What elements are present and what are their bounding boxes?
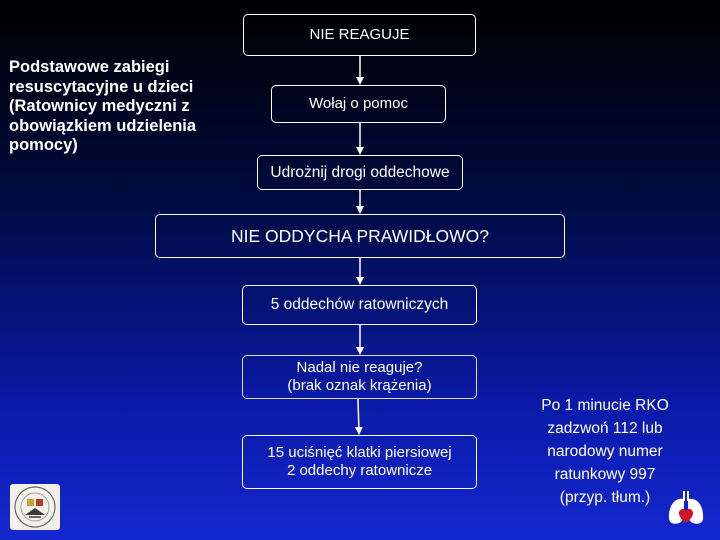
flow-box-rescue-breaths: 5 oddechów ratowniczych [242, 285, 477, 325]
flow-box-still-unresponsive: Nadal nie reaguje? (brak oznak krążenia) [242, 355, 477, 399]
flow-box-text: 2 oddechy ratownicze [287, 462, 432, 480]
side-note-line: ratunkowy 997 [514, 463, 696, 486]
flow-box-text: NIE REAGUJE [309, 26, 409, 44]
flow-box-text: Udrożnij drogi oddechowe [270, 164, 449, 182]
flow-box-text: Nadal nie reaguje? [297, 359, 423, 377]
lungs-heart-icon [664, 485, 708, 529]
flow-box-text: NIE ODDYCHA PRAWIDŁOWO? [231, 227, 489, 245]
organization-emblem-icon [10, 484, 60, 530]
flow-box-text: 5 oddechów ratowniczych [271, 296, 449, 314]
flow-box-open-airway: Udrożnij drogi oddechowe [257, 155, 463, 190]
side-note-line: narodowy numer [514, 440, 696, 463]
flow-box-text: (brak oznak krążenia) [287, 377, 431, 395]
flow-box-text: 15 uciśnięć klatki piersiowej [267, 444, 451, 462]
arrow-6 [358, 399, 359, 433]
flow-box-call-help: Wołaj o pomoc [271, 85, 446, 123]
flow-box-no-response: NIE REAGUJE [243, 14, 476, 56]
side-note-line: Po 1 minucie RKO [514, 394, 696, 417]
side-note-line: zadzwoń 112 lub [514, 417, 696, 440]
flow-box-not-breathing: NIE ODDYCHA PRAWIDŁOWO? [155, 214, 565, 258]
flow-box-compressions: 15 uciśnięć klatki piersiowej 2 oddechy … [242, 435, 477, 489]
flow-box-text: Wołaj o pomoc [309, 95, 408, 113]
